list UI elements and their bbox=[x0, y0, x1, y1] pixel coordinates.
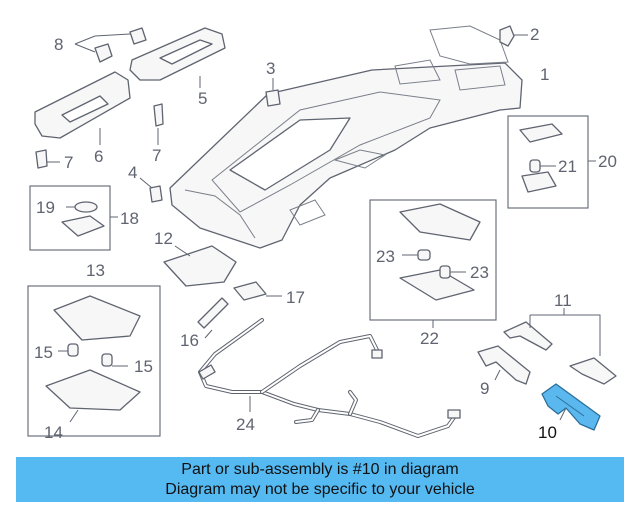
room-lamp-12-part bbox=[163, 245, 237, 287]
visor-holder-8-part bbox=[74, 27, 147, 63]
parts-diagram: 1 2 3 4 5 6 7 7 8 9 10 11 12 13 14 15 15… bbox=[27, 25, 617, 442]
grab-handle-9-part bbox=[477, 345, 531, 385]
sun-visor-5-part bbox=[129, 27, 226, 88]
group-box-13 bbox=[27, 285, 161, 437]
headliner-part bbox=[169, 25, 523, 249]
banner-line-1: Part or sub-assembly is #10 in diagram bbox=[181, 461, 459, 478]
callout-22: 22 bbox=[420, 329, 439, 348]
switch-20-part bbox=[519, 123, 596, 193]
console-14-part bbox=[45, 369, 141, 423]
callout-17: 17 bbox=[286, 288, 305, 307]
clip-2-part bbox=[499, 25, 528, 47]
lamp-housing-18-part bbox=[61, 215, 118, 237]
callout-20: 20 bbox=[598, 152, 617, 171]
sun-visor-6-part bbox=[34, 71, 131, 145]
callout-8: 8 bbox=[54, 35, 63, 54]
info-banner: Part or sub-assembly is #10 in diagram D… bbox=[16, 457, 624, 502]
callout-2: 2 bbox=[530, 25, 539, 44]
callout-18: 18 bbox=[120, 209, 139, 228]
screw-7-lower-part bbox=[35, 149, 60, 169]
group-box-18 bbox=[29, 185, 111, 251]
callout-23-left: 23 bbox=[376, 247, 395, 266]
console-upper-13-part bbox=[53, 295, 141, 341]
screw-7-upper-part bbox=[153, 103, 164, 145]
map-lamp-22-part bbox=[399, 203, 481, 328]
callout-5: 5 bbox=[198, 89, 207, 108]
callout-1: 1 bbox=[540, 65, 549, 84]
wire-harness-24-part bbox=[198, 318, 461, 438]
callout-4: 4 bbox=[128, 163, 137, 182]
callout-15-left: 15 bbox=[34, 343, 53, 362]
callout-7-upper: 7 bbox=[152, 146, 161, 165]
callout-19: 19 bbox=[36, 198, 55, 217]
clip-4-part bbox=[139, 177, 163, 203]
callout-11: 11 bbox=[554, 291, 572, 310]
bulb-15-left-part bbox=[58, 343, 79, 357]
callout-15-right: 15 bbox=[134, 357, 153, 376]
callout-10: 10 bbox=[538, 423, 557, 442]
callout-13: 13 bbox=[86, 261, 105, 280]
callout-6: 6 bbox=[94, 147, 103, 166]
callout-7-lower: 7 bbox=[64, 153, 73, 172]
callout-21: 21 bbox=[558, 157, 577, 176]
group-box-20 bbox=[507, 115, 589, 209]
grab-handle-10-highlighted-part bbox=[541, 383, 601, 431]
bulb-23-left-part bbox=[402, 249, 431, 261]
callout-9: 9 bbox=[480, 379, 489, 398]
lens-17-part bbox=[233, 281, 282, 301]
banner-line-2: Diagram may not be specific to your vehi… bbox=[165, 481, 475, 498]
callout-16: 16 bbox=[180, 331, 199, 350]
trim-16-part bbox=[197, 297, 229, 339]
callout-23-right: 23 bbox=[470, 263, 489, 282]
callout-24: 24 bbox=[236, 415, 255, 434]
bulb-15-right-part bbox=[101, 353, 128, 367]
callout-14: 14 bbox=[44, 423, 63, 442]
bulb-23-right-part bbox=[439, 265, 466, 279]
clip-3-part bbox=[265, 78, 281, 107]
bulb-21-part bbox=[529, 159, 556, 173]
lamp-lens-19-part bbox=[66, 201, 98, 213]
callout-3: 3 bbox=[266, 59, 275, 78]
bracket-11-part bbox=[503, 308, 617, 385]
callout-12: 12 bbox=[154, 229, 173, 248]
